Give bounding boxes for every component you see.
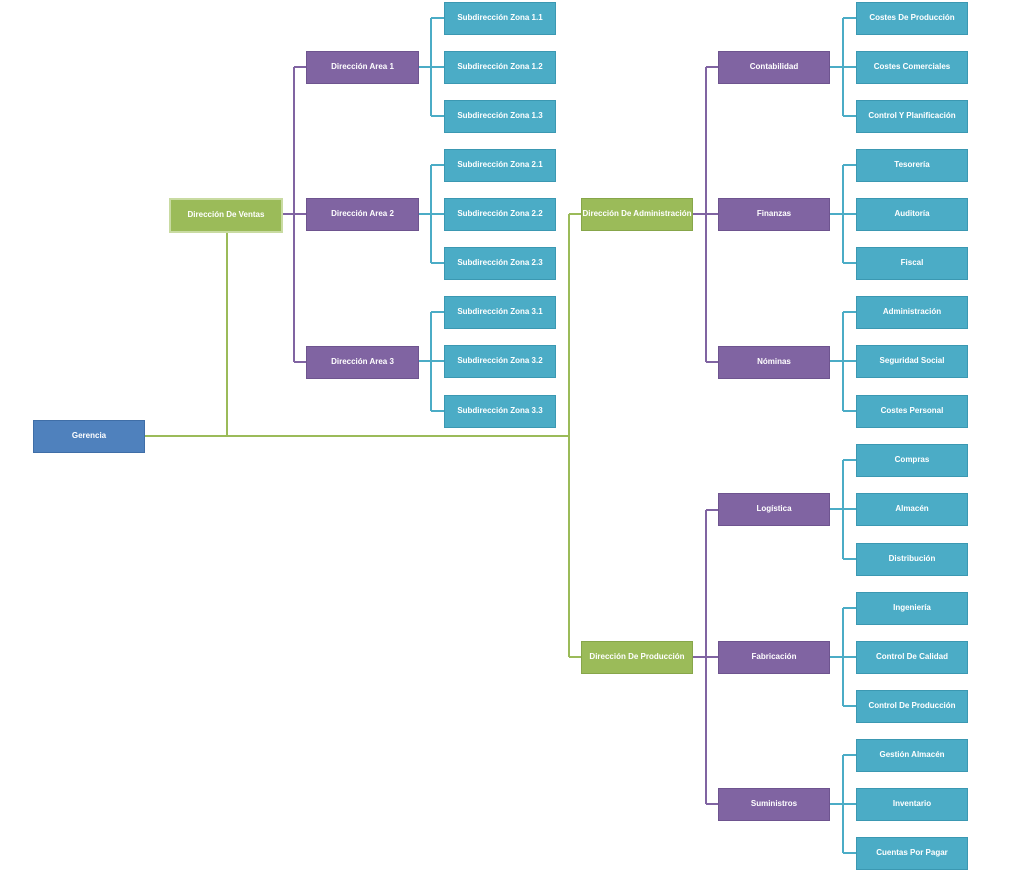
node-almacen[interactable]: Almacén [856,493,968,526]
node-control-de-calidad[interactable]: Control De Calidad [856,641,968,674]
node-distribucion[interactable]: Distribución [856,543,968,576]
node-seguridad-social[interactable]: Seguridad Social [856,345,968,378]
node-compras[interactable]: Compras [856,444,968,477]
node-costes-de-produccion[interactable]: Costes De Producción [856,2,968,35]
node-direccion-area-3[interactable]: Dirección Area 3 [306,346,419,379]
node-subdireccion-zona-1-3[interactable]: Subdirección Zona 1.3 [444,100,556,133]
node-costes-personal[interactable]: Costes Personal [856,395,968,428]
node-finanzas[interactable]: Finanzas [718,198,830,231]
node-gestion-almacen[interactable]: Gestión Almacén [856,739,968,772]
node-fabricacion[interactable]: Fabricación [718,641,830,674]
node-direccion-area-2[interactable]: Dirección Area 2 [306,198,419,231]
node-direccion-area-1[interactable]: Dirección Area 1 [306,51,419,84]
node-cuentas-por-pagar[interactable]: Cuentas Por Pagar [856,837,968,870]
node-direccion-administracion[interactable]: Dirección De Administración [581,198,693,231]
node-administracion[interactable]: Administración [856,296,968,329]
node-gerencia[interactable]: Gerencia [33,420,145,453]
node-direccion-produccion[interactable]: Dirección De Producción [581,641,693,674]
node-subdireccion-zona-2-3[interactable]: Subdirección Zona 2.3 [444,247,556,280]
node-nominas[interactable]: Nóminas [718,346,830,379]
node-auditoria[interactable]: Auditoría [856,198,968,231]
node-tesoreria[interactable]: Tesorería [856,149,968,182]
node-ingenieria[interactable]: Ingeniería [856,592,968,625]
node-direccion-ventas[interactable]: Dirección De Ventas [169,198,283,233]
node-subdireccion-zona-2-1[interactable]: Subdirección Zona 2.1 [444,149,556,182]
node-contabilidad[interactable]: Contabilidad [718,51,830,84]
node-fiscal[interactable]: Fiscal [856,247,968,280]
node-control-y-planificacion[interactable]: Control Y Planificación [856,100,968,133]
node-subdireccion-zona-1-1[interactable]: Subdirección Zona 1.1 [444,2,556,35]
node-inventario[interactable]: Inventario [856,788,968,821]
node-logistica[interactable]: Logística [718,493,830,526]
node-subdireccion-zona-3-1[interactable]: Subdirección Zona 3.1 [444,296,556,329]
node-subdireccion-zona-2-2[interactable]: Subdirección Zona 2.2 [444,198,556,231]
node-subdireccion-zona-3-2[interactable]: Subdirección Zona 3.2 [444,345,556,378]
node-suministros[interactable]: Suministros [718,788,830,821]
node-costes-comerciales[interactable]: Costes Comerciales [856,51,968,84]
node-subdireccion-zona-3-3[interactable]: Subdirección Zona 3.3 [444,395,556,428]
node-subdireccion-zona-1-2[interactable]: Subdirección Zona 1.2 [444,51,556,84]
node-control-de-produccion[interactable]: Control De Producción [856,690,968,723]
